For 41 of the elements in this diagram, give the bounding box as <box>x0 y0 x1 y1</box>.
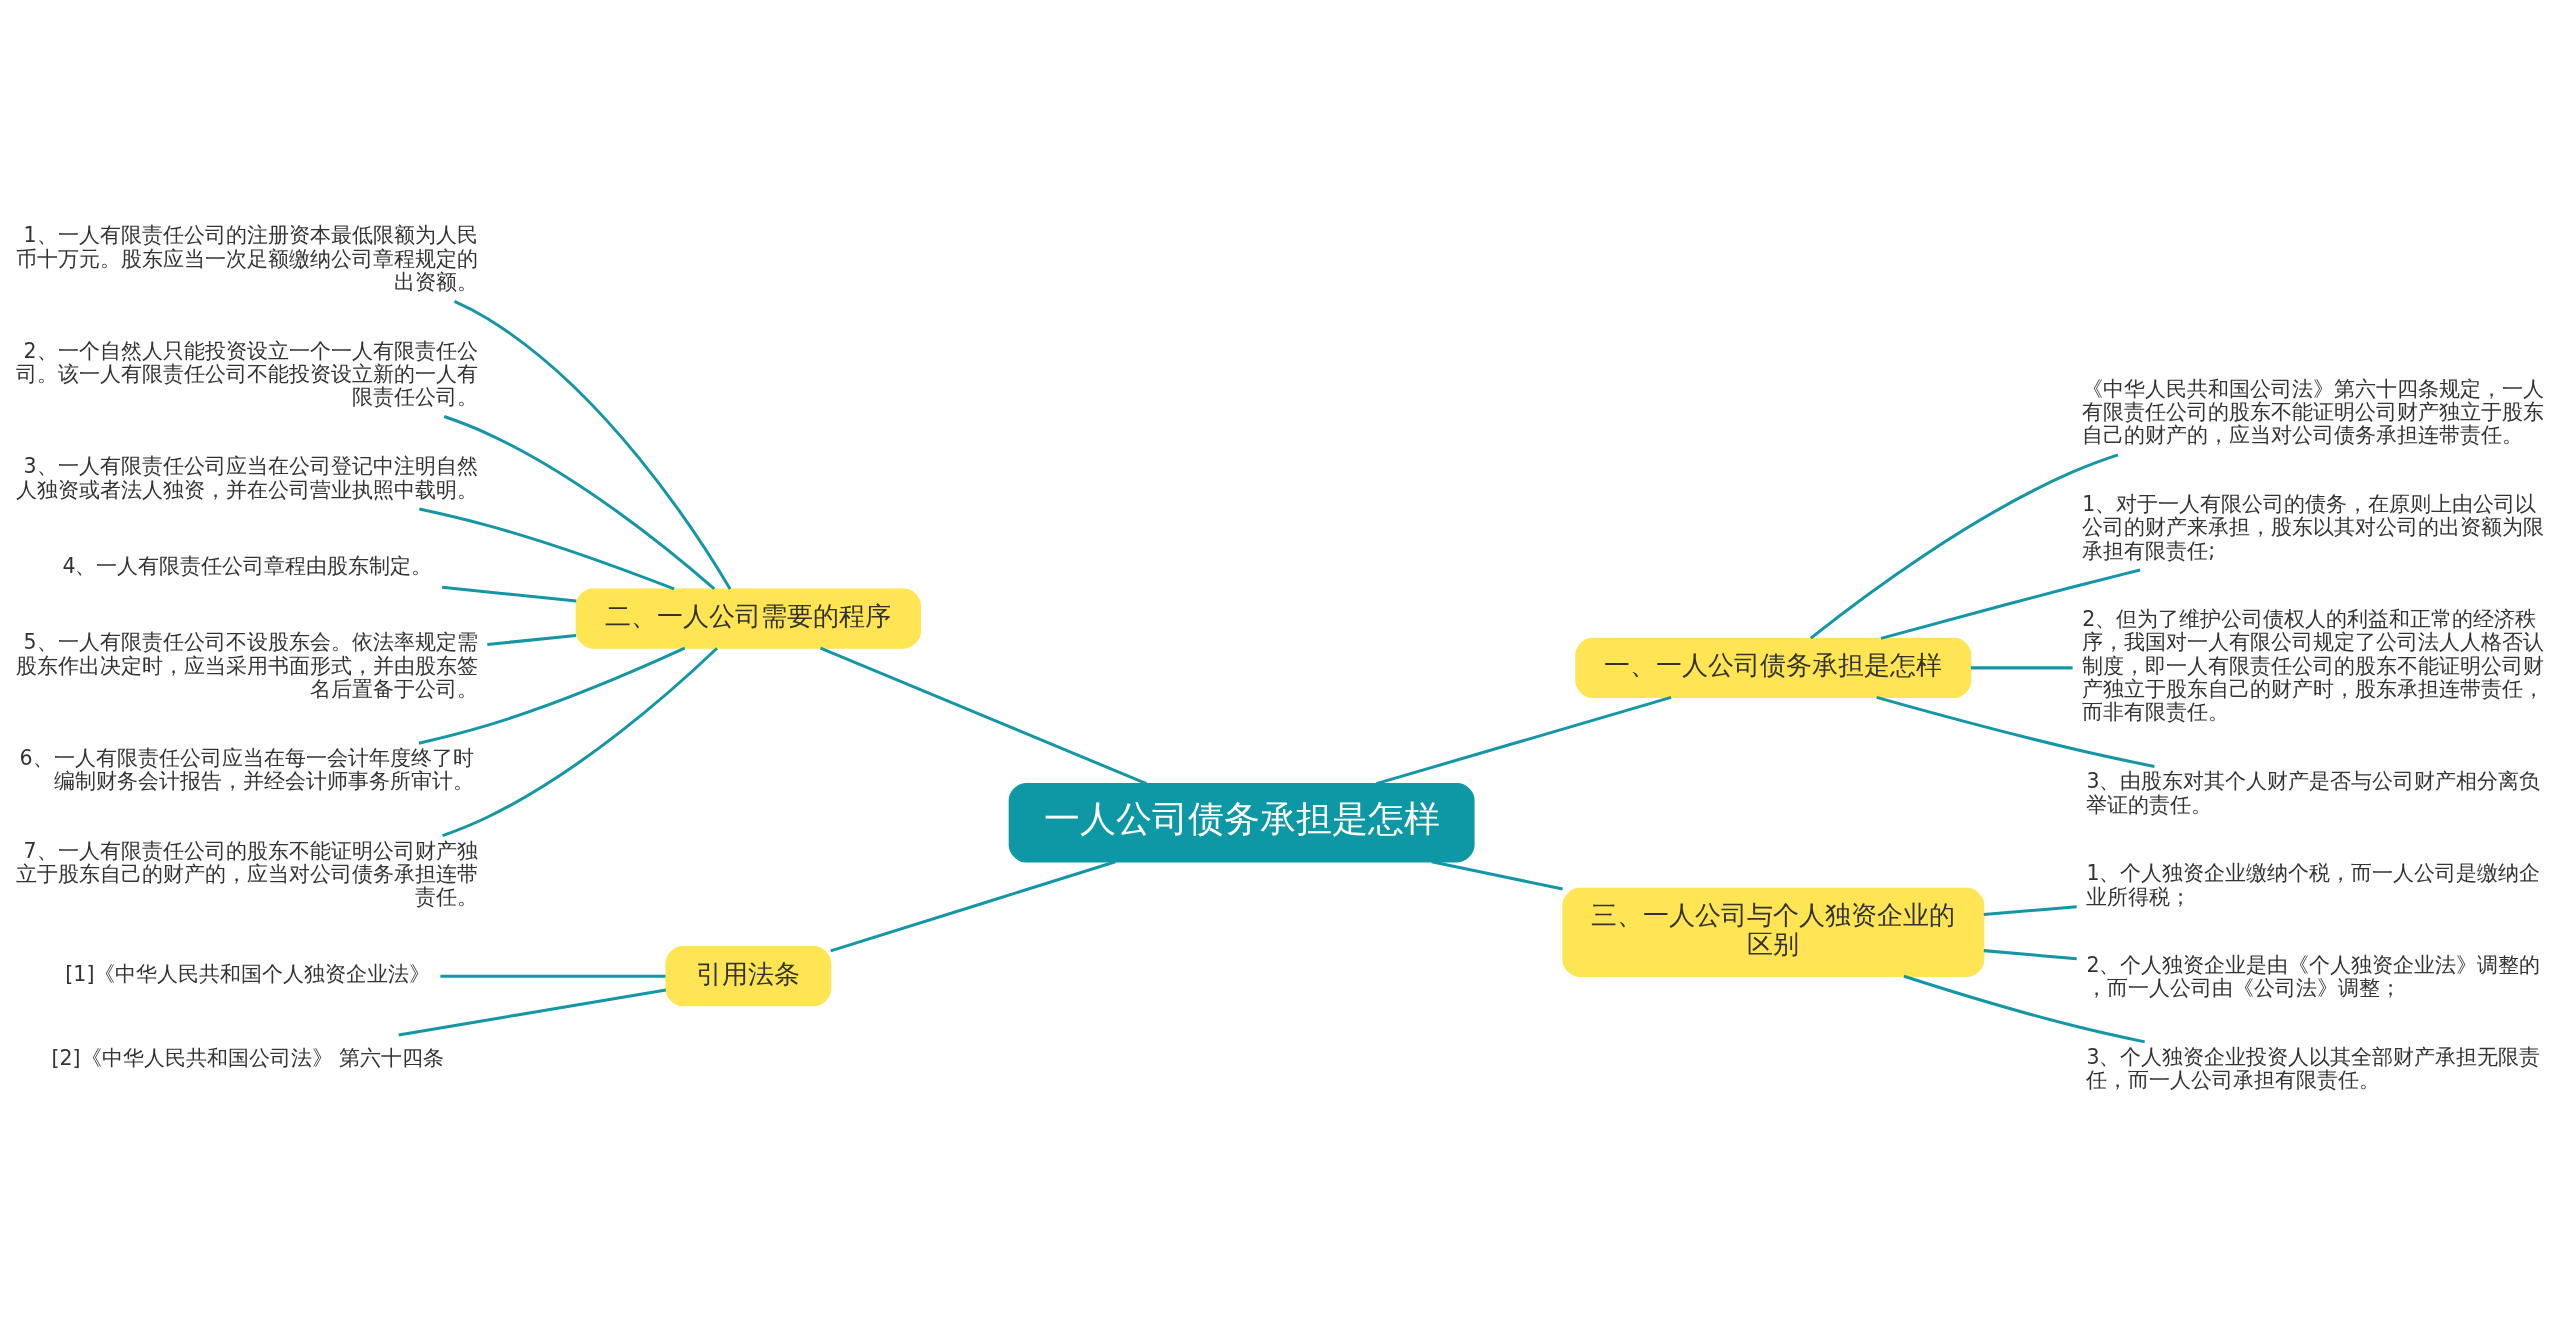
node-text: 3、个人独资企业投资人以其全部财产承担无限责任，而一人公司承担有限责任。 <box>2086 1044 2541 1092</box>
connector <box>830 859 1116 952</box>
connector <box>487 633 577 646</box>
connector <box>1983 904 2077 916</box>
node-text: 2、一个自然人只能投资设立一个一人有限责任公司。该一人有限责任公司不能投资设立新的一人有限责任公司。 <box>15 338 478 409</box>
connector <box>440 974 666 978</box>
node-text: 1、个人独资企业缴纳个税，而一人公司是缴纳企业所得税； <box>2086 860 2541 909</box>
node-text: [1]《中华人民共和国个人独资企业法》 <box>65 961 431 986</box>
node-box: 引用法条 <box>665 945 832 1006</box>
connector <box>418 507 675 590</box>
node-text: 2、但为了维护公司债权人的利益和正常的经济秩序，我国对一人有限公司规定了公司法人人格否认制度，即一人有限责任公司的股东不能证明公司财产独立于股东自己的财产时，股东承担连带责任，而非有限责任。 <box>2082 606 2545 724</box>
connector <box>1880 568 2141 640</box>
node-box: 一、一人公司债务承担是怎样 <box>1575 637 1972 698</box>
connector <box>1983 948 2077 960</box>
connector <box>1809 452 2119 639</box>
connector <box>1376 695 1672 785</box>
connector <box>441 585 577 603</box>
connector <box>443 414 716 590</box>
node-text: 1、一人有限责任公司的注册资本最低限额为人民币十万元。股东应当一次足额缴纳公司章程规定的出资额。 <box>15 222 478 294</box>
node-text: 7、一人有限责任公司的股东不能证明公司财产独立于股东自己的财产的，应当对公司债务承担连带责任。 <box>15 838 478 909</box>
connector <box>819 646 1147 785</box>
connector <box>1431 859 1563 890</box>
connector <box>1876 695 2155 768</box>
node-box: 三、一人公司与个人独资企业的区别 <box>1562 887 1985 977</box>
node-text: 1、对于一人有限公司的债务，在原则上由公司以公司的财产来承担，股东以其对公司的出资额为限承担有限责任; <box>2082 491 2545 563</box>
node-text: 3、一人有限责任公司应当在公司登记中注明自然人独资或者法人独资，并在公司营业执照中载明。 <box>15 453 478 502</box>
node-box: 一人公司债务承担是怎样 <box>1008 782 1475 862</box>
connector <box>1903 974 2146 1043</box>
node-text: 5、一人有限责任公司不设股东会。依法率规定需股东作出决定时，应当采用书面形式，并由股东签名后置备于公司。 <box>15 629 478 701</box>
node-text: 6、一人有限责任公司应当在每一会计年度终了时编制财务会计报告，并经会计师事务所审计。 <box>19 745 474 793</box>
node-text: 《中华人民共和国公司法》第六十四条规定，一人有限责任公司的股东不能证明公司财产独立于股东自己的财产的，应当对公司债务承担连带责任。 <box>2082 376 2545 447</box>
connector <box>418 646 686 745</box>
node-text: [2]《中华人民共和国公司法》 第六十四条 <box>51 1045 445 1070</box>
node-text: 2、个人独资企业是由《个人独资企业法》调整的，而一人公司由《公司法》调整； <box>2086 952 2541 1000</box>
node-text: 4、一人有限责任公司章程由股东制定。 <box>62 553 433 578</box>
connector <box>453 299 732 590</box>
connector <box>442 646 719 837</box>
connector <box>398 987 667 1037</box>
connector <box>1970 665 2073 669</box>
node-text: 3、由股东对其个人财产是否与公司财产相分离负举证的责任。 <box>2086 768 2541 817</box>
node-box: 二、一人公司需要的程序 <box>575 587 921 649</box>
